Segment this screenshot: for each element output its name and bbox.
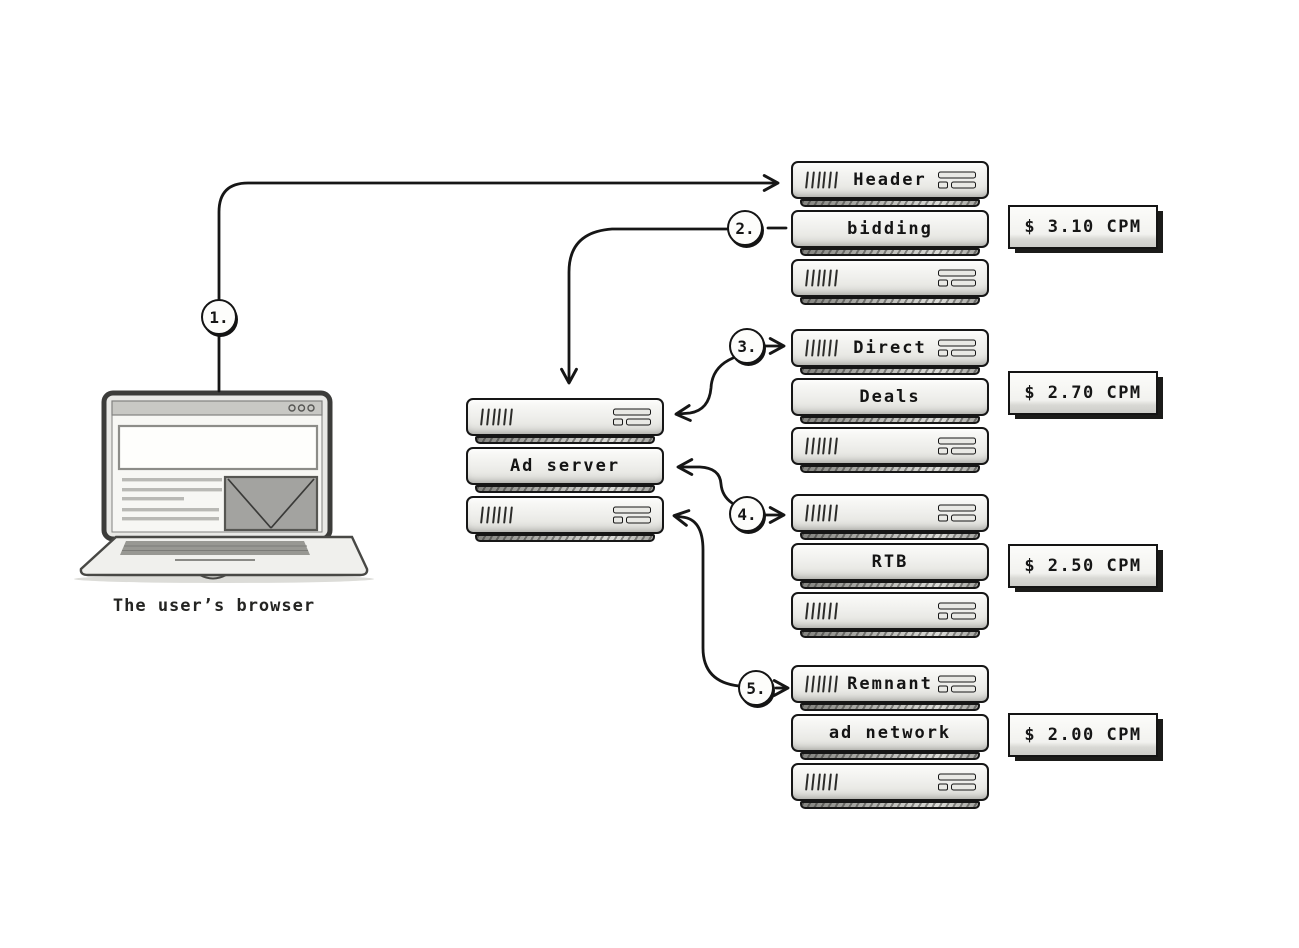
browser-window-dots-icon — [288, 404, 315, 412]
remnant-ad-network-stack: Remnant ad network — [791, 665, 989, 812]
server-unit: Remnant — [791, 665, 989, 711]
server-plinth — [475, 436, 655, 444]
server-plinth — [800, 801, 980, 809]
laptop-keyboard — [120, 541, 310, 555]
laptop-shadow — [74, 575, 374, 583]
step-5-badge: 5. — [738, 670, 774, 706]
server-plinth — [800, 752, 980, 760]
server-unit — [791, 592, 989, 638]
server-drive-slots-icon — [938, 437, 976, 455]
page-text-lines — [122, 478, 222, 521]
browser-caption: The user’s browser — [112, 596, 316, 616]
server-unit — [791, 427, 989, 473]
server-unit: ad network — [791, 714, 989, 760]
channel-label-line2: bidding — [847, 219, 933, 239]
server-drive-slots-icon — [938, 339, 976, 357]
server-plinth — [475, 485, 655, 493]
server-drive-slots-icon — [938, 504, 976, 522]
arrow-step3-to-ad-server — [674, 356, 735, 422]
server-unit — [791, 494, 989, 540]
rtb-stack: RTB — [791, 494, 989, 641]
server-drive-slots-icon — [938, 675, 976, 693]
channel-label-line1: Remnant — [847, 674, 933, 694]
server-plinth — [800, 416, 980, 424]
channel-label-line2: Deals — [859, 387, 921, 407]
server-drive-slots-icon — [613, 408, 651, 426]
server-plinth — [800, 465, 980, 473]
server-unit — [791, 259, 989, 305]
server-plinth — [800, 199, 980, 207]
step-2-badge: 2. — [727, 210, 763, 246]
server-plinth — [800, 532, 980, 540]
cpm-tag-rtb: $ 2.50 CPM — [1008, 544, 1158, 588]
server-plinth — [800, 248, 980, 256]
channel-label-line2: ad network — [828, 723, 952, 743]
ad-server-unit-label: Ad server — [466, 447, 664, 493]
server-drive-slots-icon — [938, 171, 976, 189]
server-plinth — [800, 703, 980, 711]
ad-server-stack: Ad server — [466, 398, 664, 545]
server-plinth — [475, 534, 655, 542]
page-banner-placeholder — [117, 424, 319, 471]
browser-chrome — [111, 400, 323, 416]
arrow-step4-to-ad-server — [676, 458, 734, 505]
server-unit: RTB — [791, 543, 989, 589]
server-unit: Header — [791, 161, 989, 207]
ad-server-label: Ad server — [509, 456, 621, 476]
step-4-badge: 4. — [729, 496, 765, 532]
server-drive-slots-icon — [938, 773, 976, 791]
server-drive-slots-icon — [613, 506, 651, 524]
arrow-step2-to-ad-server — [560, 227, 729, 385]
keyboard-key-rows — [122, 545, 308, 551]
server-drive-slots-icon — [938, 602, 976, 620]
server-plinth — [800, 297, 980, 305]
user-browser-device — [74, 390, 374, 583]
ad-server-unit-bottom — [466, 496, 664, 542]
ad-slot-placeholder — [223, 475, 319, 532]
server-drive-slots-icon — [938, 269, 976, 287]
channel-label-line1: Header — [853, 170, 927, 190]
step-1-badge: 1. — [201, 299, 237, 335]
server-plinth — [800, 367, 980, 375]
server-unit — [791, 763, 989, 809]
direct-deals-stack: Direct Deals — [791, 329, 989, 476]
arrow-step5-to-ad-server — [672, 509, 741, 688]
cpm-tag-remnant: $ 2.00 CPM — [1008, 713, 1158, 757]
ad-server-unit-top — [466, 398, 664, 444]
laptop-notch — [199, 574, 227, 580]
server-unit: Direct — [791, 329, 989, 375]
cpm-tag-direct-deals: $ 2.70 CPM — [1008, 371, 1158, 415]
header-bidding-stack: Header bidding — [791, 161, 989, 308]
ad-slot-cross-icon — [227, 478, 315, 529]
channel-label-line2: RTB — [871, 552, 909, 572]
cpm-tag-header-bidding: $ 3.10 CPM — [1008, 205, 1158, 249]
server-unit: Deals — [791, 378, 989, 424]
server-plinth — [800, 630, 980, 638]
step-3-badge: 3. — [729, 328, 765, 364]
server-unit: bidding — [791, 210, 989, 256]
arrow-browser-to-header-bidding — [217, 174, 780, 393]
server-plinth — [800, 581, 980, 589]
channel-label-line1: Direct — [853, 338, 927, 358]
